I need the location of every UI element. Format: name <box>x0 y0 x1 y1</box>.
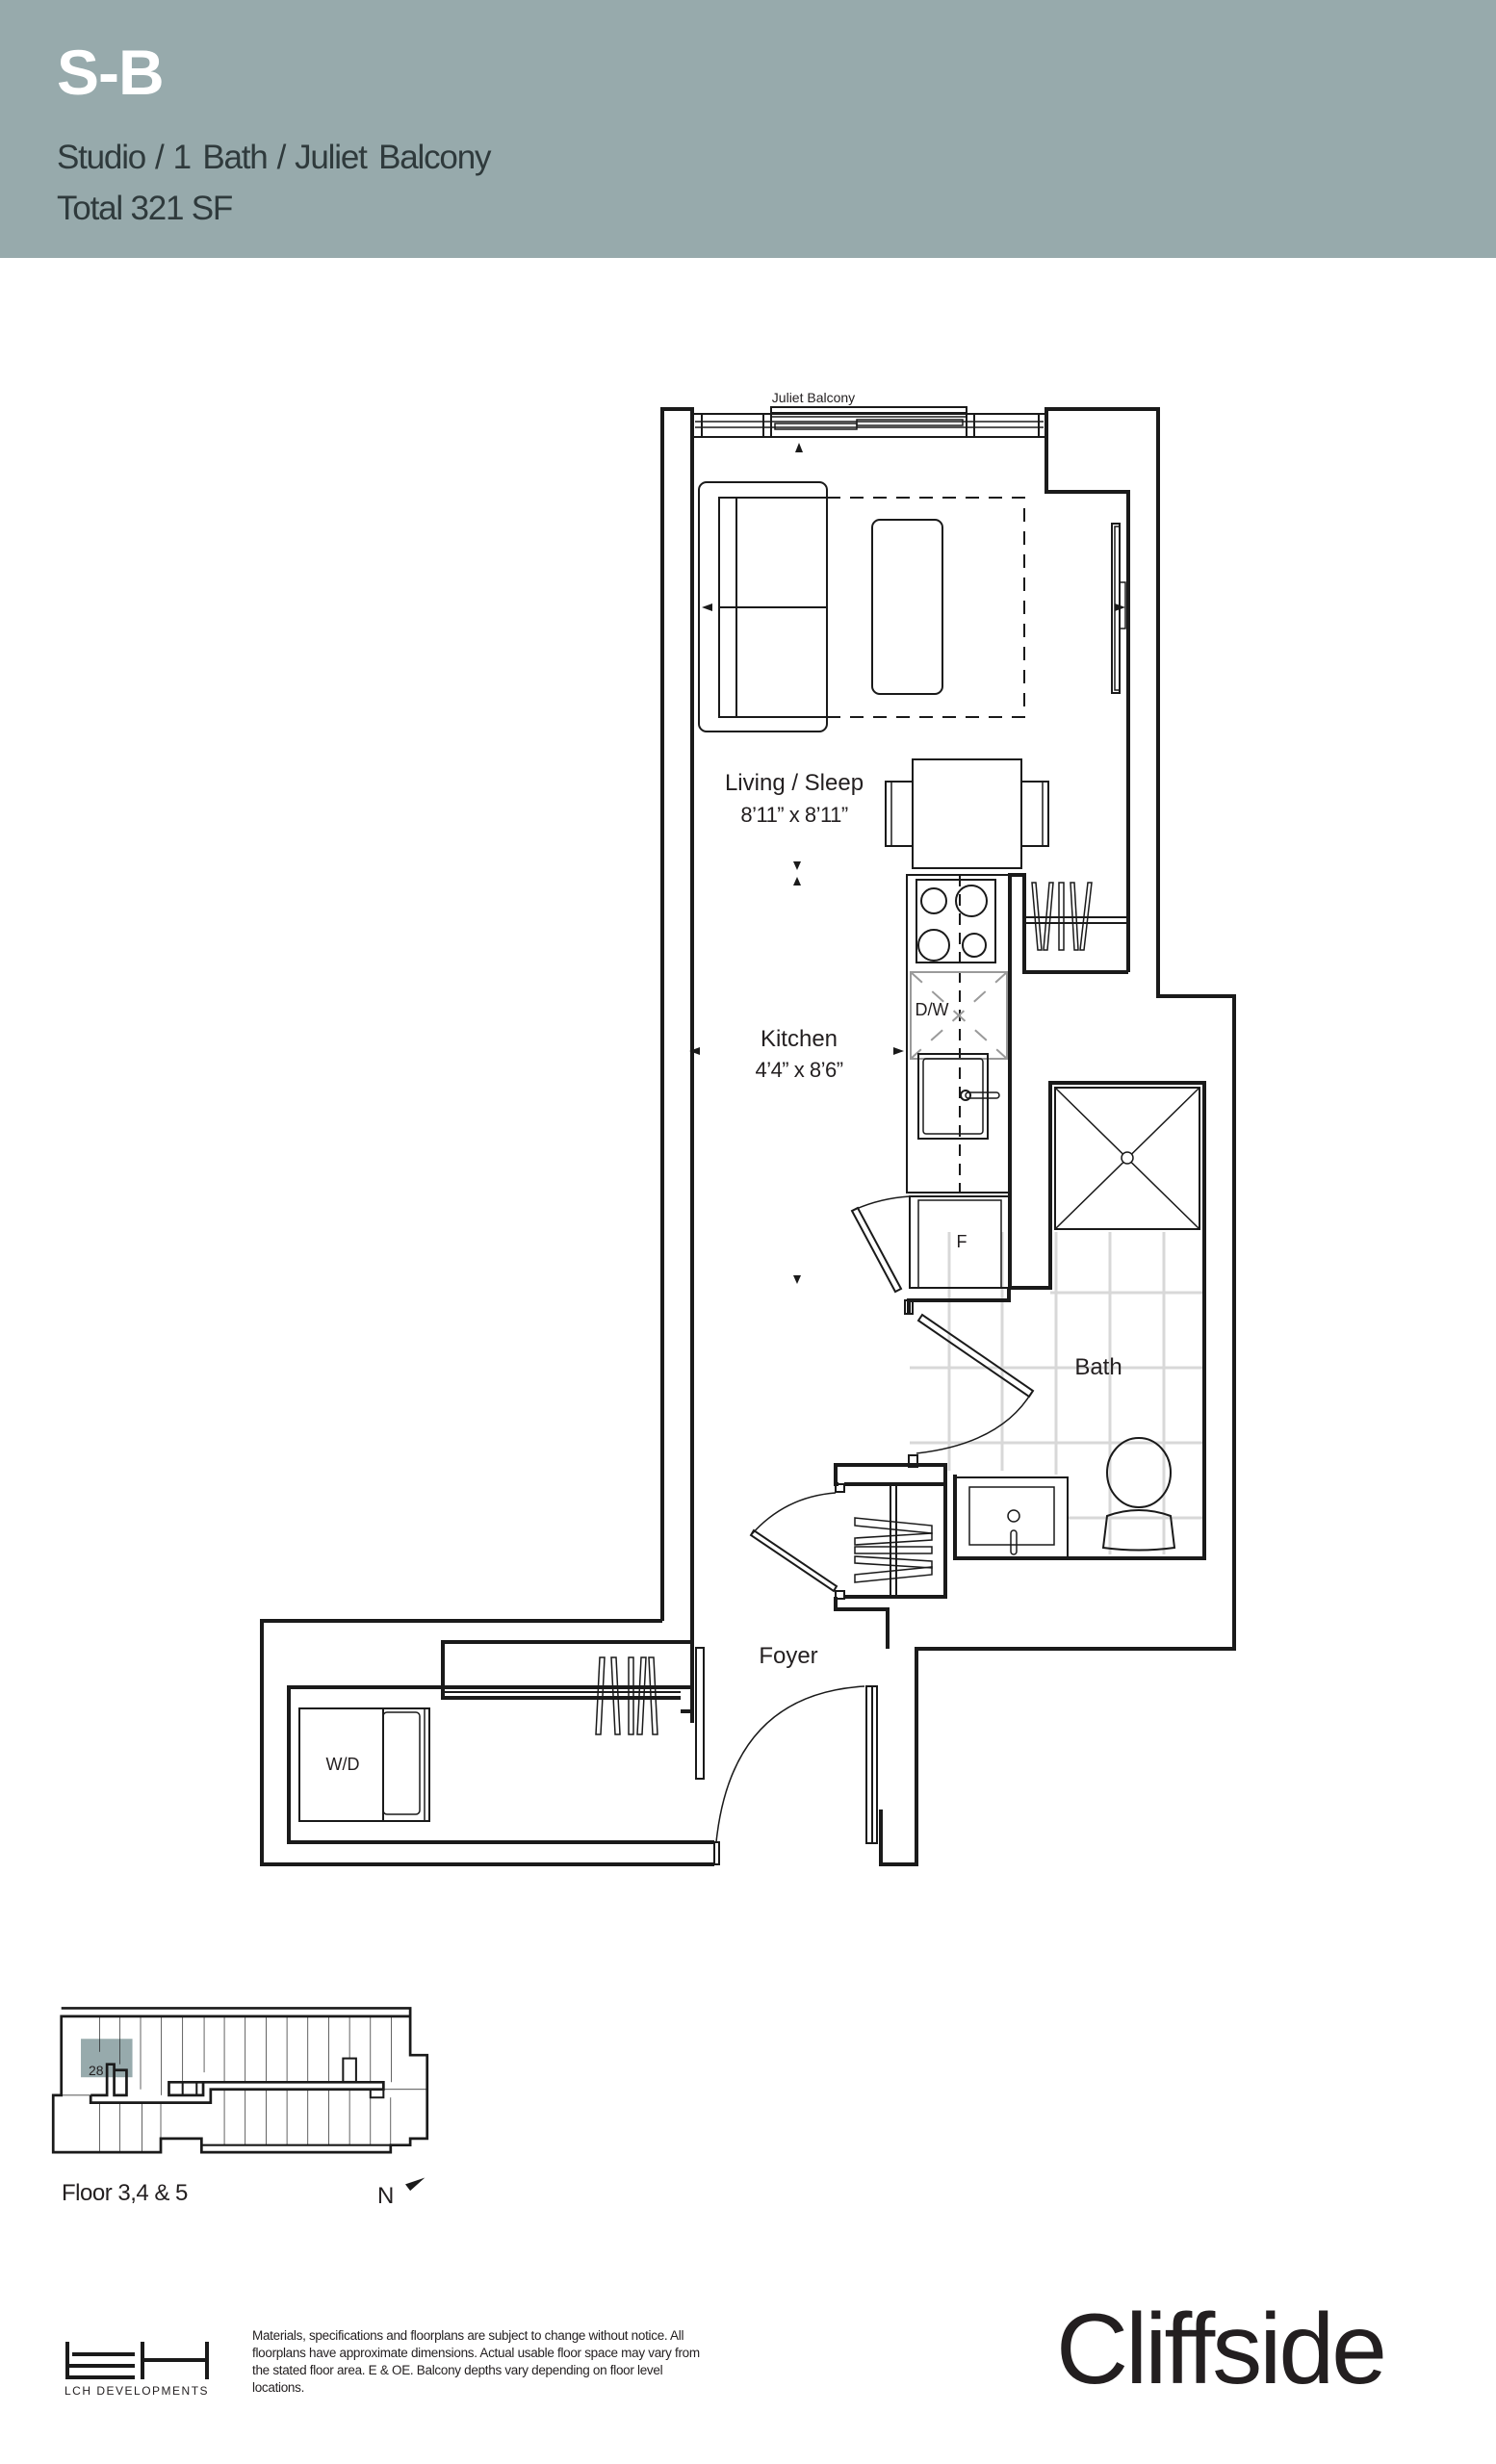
unit-code-title: S-B <box>57 37 165 108</box>
entry-door-swing <box>715 1685 865 1843</box>
dining-table-icon <box>885 758 1049 869</box>
key-plan-unit-number: 28 <box>89 2063 104 2078</box>
coffee-table-icon <box>871 519 943 695</box>
bath-door-swing <box>916 1391 1033 1454</box>
separator: / <box>276 139 287 176</box>
laundry-area <box>298 1640 705 1822</box>
room-dimensions-kitchen: 4’4” x 8’6” <box>755 1058 843 1082</box>
north-label: N <box>377 2183 395 2209</box>
bath-door <box>916 1313 1035 1399</box>
room-label-living-sleep: Living / Sleep <box>724 770 864 796</box>
unit-type-bath: 1 Bath <box>172 139 269 176</box>
developer-name: LCH DEVELOPMENTS <box>64 2384 210 2398</box>
lch-logo-icon <box>65 2342 209 2379</box>
fridge-door <box>850 1206 903 1294</box>
room-label-bath: Bath <box>1074 1354 1122 1380</box>
dimension-arrow-icon <box>702 603 712 611</box>
juliet-balcony-label: Juliet Balcony <box>771 390 856 405</box>
cooktop-icon <box>916 879 996 963</box>
vanity-sink-icon <box>954 1476 1069 1559</box>
disclaimer-text: Materials, specifications and floorplans… <box>252 2328 700 2395</box>
foyer-closet <box>749 1463 947 1649</box>
kitchen-counter <box>906 874 1010 1289</box>
dimension-arrow-icon <box>893 1047 904 1055</box>
entry-door <box>715 1685 878 1844</box>
sofa-icon <box>698 481 828 732</box>
unit-type-balcony: Juliet Balcony <box>295 139 491 176</box>
room-label-foyer: Foyer <box>759 1643 818 1669</box>
window-arrow-icon <box>795 443 803 452</box>
north-arrow-icon <box>405 2177 426 2192</box>
room-label-kitchen: Kitchen <box>760 1026 838 1052</box>
dimension-arrow-icon <box>689 1047 700 1055</box>
fridge-label: F <box>956 1232 967 1251</box>
washer-dryer-label: W/D <box>325 1755 360 1774</box>
unit-type-studio: Studio <box>57 139 146 176</box>
closet-kitchen <box>1008 873 1129 1288</box>
sliding-door <box>695 1647 705 1780</box>
dishwasher-label: D/W <box>915 1000 949 1019</box>
kitchen-sink-icon <box>917 1053 1000 1140</box>
washer-dryer-icon <box>298 1707 430 1822</box>
shower-icon <box>1054 1087 1200 1230</box>
fridge-door-swing <box>851 1195 911 1212</box>
exterior-walls <box>260 406 1236 1866</box>
brand-logo: Cliffside <box>1056 2294 1387 2405</box>
closet-door <box>749 1528 838 1593</box>
unit-type-line: Studio/1 Bath/Juliet Balcony <box>57 139 491 176</box>
bathroom <box>904 1081 1206 1560</box>
rug-outline <box>826 497 1025 718</box>
height-arrow-icon <box>793 861 801 886</box>
separator: / <box>155 139 165 176</box>
dimension-arrow-icon <box>793 1275 801 1284</box>
key-plan <box>51 2007 429 2192</box>
room-dimensions-living-sleep: 8’11” x 8’11” <box>740 803 848 827</box>
total-area: Total 321 SF <box>57 190 233 227</box>
header-banner: S-B Studio/1 Bath/Juliet Balcony Total 3… <box>0 0 1496 258</box>
closet-door-swing <box>750 1492 837 1536</box>
toilet-icon <box>1101 1437 1176 1552</box>
key-plan-floor-label: Floor 3,4 & 5 <box>62 2180 188 2206</box>
dimension-arrow-icon <box>1115 603 1125 611</box>
